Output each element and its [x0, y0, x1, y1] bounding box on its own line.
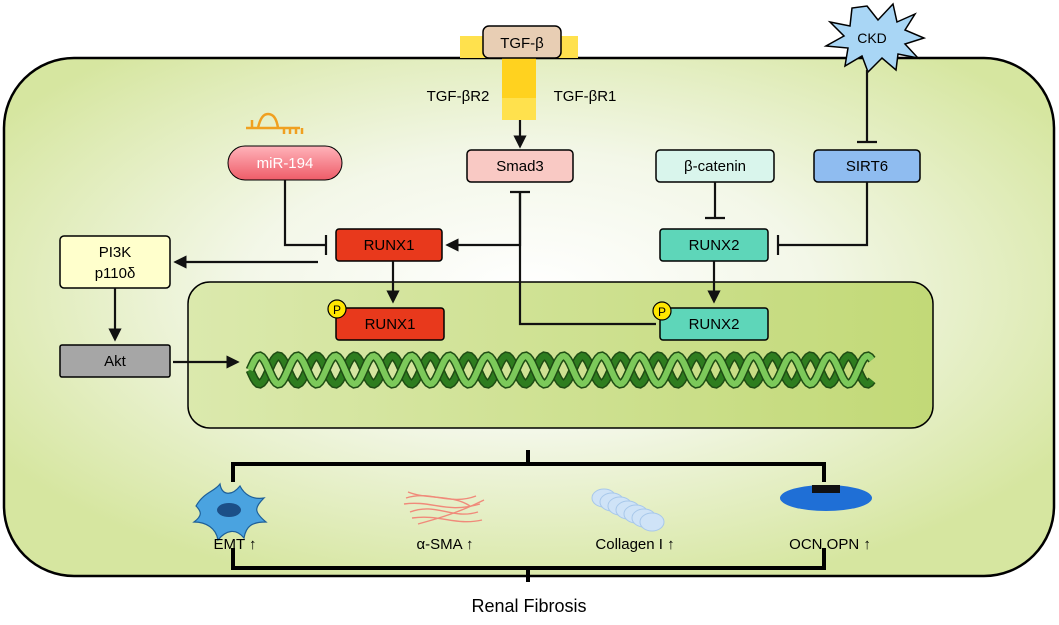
- outcome-ocn-opn-label: OCN OPN ↑: [789, 536, 871, 553]
- ocn-opn-icon: [780, 485, 872, 511]
- mirna-hairpin-icon: [246, 112, 304, 134]
- outcome-emt-label: EMT ↑: [213, 536, 256, 553]
- smad3-box: [466, 149, 574, 183]
- runx2-inhibits-smad3: [518, 192, 656, 326]
- phospho-badge-runx2-label: P: [658, 305, 666, 319]
- connectors: [108, 70, 877, 369]
- collagen-icon: [591, 488, 665, 532]
- outcome-collagen-label: Collagen I ↑: [595, 536, 674, 553]
- phospho-badge-runx1: [327, 299, 347, 319]
- pi3k-label: PI3K: [99, 244, 132, 261]
- mir194-inhibits-runx1: [283, 180, 326, 247]
- akt-label: Akt: [104, 353, 127, 370]
- tgf-beta-box: [482, 25, 562, 59]
- beta-catenin-label: β-catenin: [684, 158, 746, 175]
- emt-cell-icon: [192, 482, 268, 542]
- alpha-sma-fibers-icon: [403, 491, 485, 525]
- runx2-phospho-label: RUNX2: [689, 316, 740, 333]
- akt-box: [59, 344, 171, 378]
- runx1-phospho-box: [335, 307, 445, 341]
- runx1-box: [335, 228, 443, 262]
- tgf-beta-r1-label: TGF-βR1: [554, 88, 617, 105]
- runx1-label: RUNX1: [364, 237, 415, 254]
- sirt6-label: SIRT6: [846, 158, 888, 175]
- smad3-label: Smad3: [496, 158, 544, 175]
- renal-fibrosis-label: Renal Fibrosis: [471, 596, 586, 616]
- phospho-badge-runx2: [652, 301, 672, 321]
- p110-delta-label: p110δ: [95, 265, 136, 282]
- runx2-phospho-box: [659, 307, 769, 341]
- outcome-alpha-sma-label: α-SMA ↑: [416, 536, 473, 553]
- ckd-burst: [823, 2, 927, 74]
- dna-helix-icon: [245, 351, 876, 389]
- runx1-phospho-label: RUNX1: [365, 316, 416, 333]
- mir-194-label: miR-194: [257, 155, 314, 172]
- tgf-beta-label: TGF-β: [500, 35, 544, 52]
- phospho-badge-runx1-label: P: [333, 303, 341, 317]
- tgf-beta-r2-label: TGF-βR2: [427, 88, 490, 105]
- sirt6-inhibits-runx2: [778, 182, 869, 247]
- ckd-label: CKD: [857, 30, 887, 46]
- runx2-label: RUNX2: [689, 237, 740, 254]
- outcome-bracket: [231, 450, 826, 582]
